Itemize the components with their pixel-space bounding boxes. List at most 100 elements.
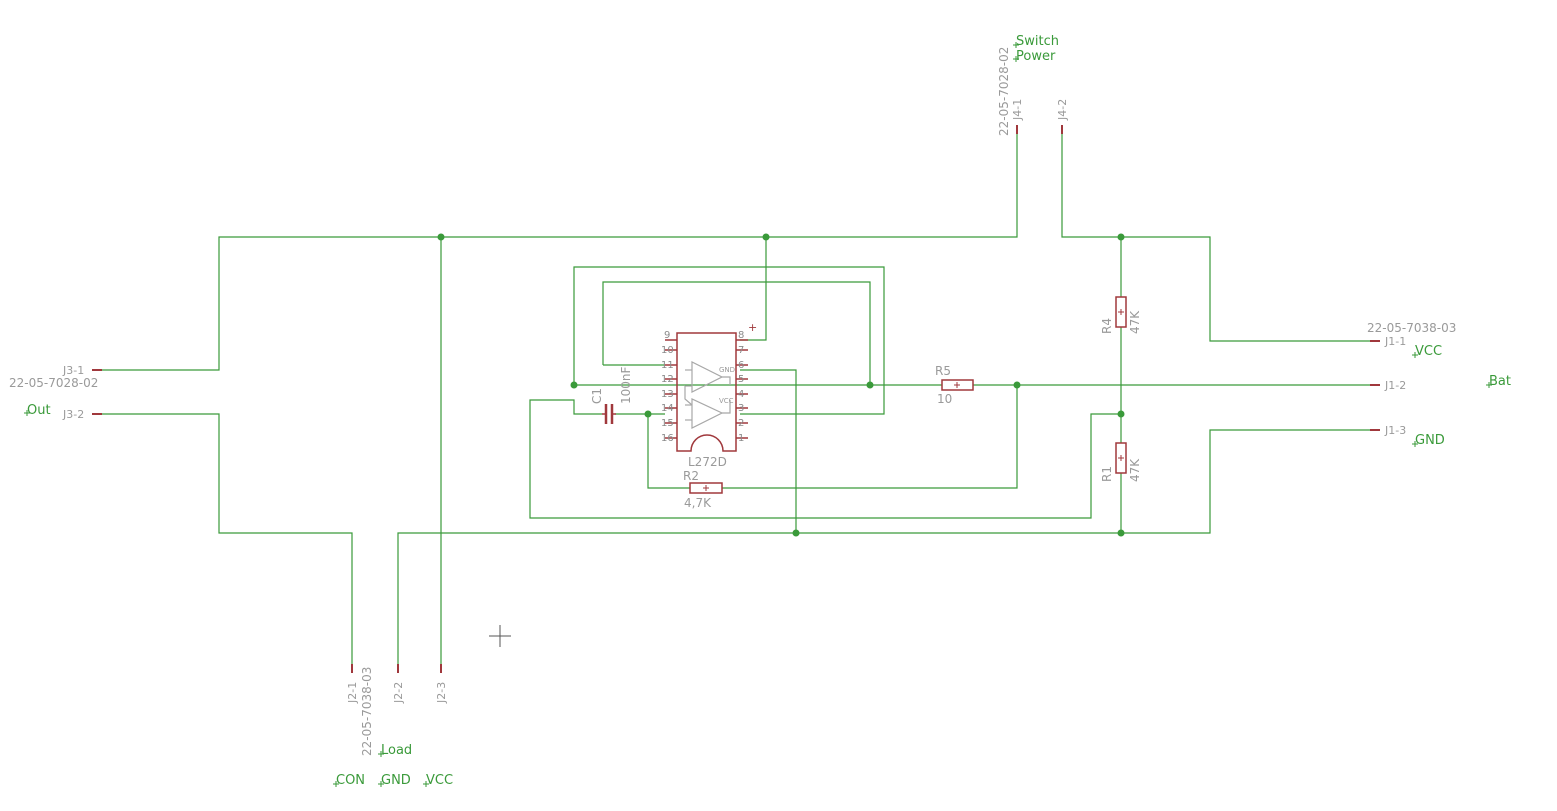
j2-label-gnd: GND xyxy=(381,773,411,788)
j2-label-load: Load xyxy=(381,743,412,758)
net-outer-loop xyxy=(573,266,885,415)
r4-name: R4 xyxy=(1100,318,1114,334)
j3-part-number: 22-05-7028-02 xyxy=(9,376,98,390)
j3-label-out: Out xyxy=(27,403,51,418)
junction xyxy=(1117,410,1125,418)
net-switch-power xyxy=(100,130,1018,371)
connector-pins xyxy=(92,125,1380,673)
r5-name: R5 xyxy=(935,364,951,378)
r4-value: 47K xyxy=(1128,310,1142,334)
j2-pin2-label: J2-2 xyxy=(392,682,405,704)
j2-label-vcc: VCC xyxy=(426,773,453,788)
junction xyxy=(1013,381,1021,389)
opamp-lead xyxy=(722,400,731,414)
r2-value: 4,7K xyxy=(684,496,712,510)
r1-body xyxy=(1115,442,1127,474)
r5-value: 10 xyxy=(937,392,952,406)
opamp-lead xyxy=(722,376,731,385)
connector-j1: 22-05-7038-03 J1-1 J1-2 J1-3 VCC Bat GND xyxy=(1367,321,1511,448)
j4-pin2-label: J4-2 xyxy=(1056,99,1069,121)
net-ic-pin8 xyxy=(740,237,767,341)
j4-pin1-label: J4-1 xyxy=(1011,99,1024,121)
connector-j3: J3-1 22-05-7028-02 J3-2 Out xyxy=(9,364,98,421)
opamp-lead xyxy=(684,386,693,406)
ic-plus-mark: + xyxy=(748,321,757,334)
j1-pin3-label: J1-3 xyxy=(1384,424,1406,437)
ic-vcc-text: VCC xyxy=(719,397,734,405)
connector-j2: J2-1 22-05-7038-03 J2-2 J2-3 Load CON GN… xyxy=(333,667,453,788)
junction xyxy=(762,233,770,241)
crosshair-cursor-icon xyxy=(489,625,511,647)
junction xyxy=(1117,233,1125,241)
j2-pin1-label: J2-1 xyxy=(346,682,359,704)
ic-pin-number: 12 xyxy=(661,374,674,385)
net-vcc-top xyxy=(1061,130,1372,342)
junction xyxy=(866,381,874,389)
ic-pin-number: 8 xyxy=(738,330,744,341)
j1-label-bat: Bat xyxy=(1489,374,1511,389)
capacitor-c1[interactable]: C1 100nF xyxy=(590,366,633,424)
junction xyxy=(1117,529,1125,537)
ic-pin-number: 15 xyxy=(661,418,674,429)
ic-pin-number: 13 xyxy=(661,389,674,400)
junctions xyxy=(437,233,1125,537)
junction xyxy=(570,381,578,389)
resistor-r5[interactable]: R5 10 xyxy=(935,364,974,406)
junction xyxy=(792,529,800,537)
c1-name: C1 xyxy=(590,388,604,404)
net-gnd xyxy=(397,429,1372,668)
ic-pin-number: 10 xyxy=(661,345,674,356)
j1-pin2-label: J1-2 xyxy=(1384,379,1406,392)
r2-name: R2 xyxy=(683,469,699,483)
ic-pin-number: 4 xyxy=(738,389,744,400)
ic-pin-number: 6 xyxy=(738,360,744,371)
ic-pin-number: 7 xyxy=(738,345,744,356)
r1-name: R1 xyxy=(1100,466,1114,482)
j4-label-power: Power xyxy=(1016,49,1056,64)
r2-body xyxy=(689,482,723,494)
ic-name: L272D xyxy=(688,455,727,469)
net-ic-pin6 xyxy=(740,369,797,533)
opamp-1 xyxy=(691,361,724,393)
ic-pin-number: 2 xyxy=(738,418,744,429)
j1-label-vcc: VCC xyxy=(1415,344,1442,359)
junction xyxy=(437,233,445,241)
r5-body xyxy=(941,379,974,391)
net-r2-left xyxy=(647,414,690,489)
r4-body xyxy=(1115,296,1127,328)
r1-value: 47K xyxy=(1128,458,1142,482)
connector-j4: 22-05-7028-02 J4-1 J4-2 Switch Power xyxy=(997,34,1069,136)
ic-gnd-text: GND xyxy=(719,366,735,374)
j3-pin2-label: J3-2 xyxy=(62,408,84,421)
resistor-r1[interactable]: R1 47K xyxy=(1100,442,1142,482)
opamp-2 xyxy=(691,398,724,429)
j4-part-number: 22-05-7028-02 xyxy=(997,47,1011,136)
ic-pin-number: 11 xyxy=(661,360,674,371)
net-inner-loop xyxy=(602,281,871,385)
resistor-r2[interactable]: R2 4,7K xyxy=(683,469,723,510)
j2-label-con: CON xyxy=(336,773,365,788)
ic-pin-number: 1 xyxy=(738,433,744,444)
junction xyxy=(644,410,652,418)
ic-pin-number: 3 xyxy=(738,403,744,414)
j1-part-number: 22-05-7038-03 xyxy=(1367,321,1456,335)
j1-pin1-label: J1-1 xyxy=(1384,335,1406,348)
j3-pin1-label: J3-1 xyxy=(62,364,84,377)
net-r2-feedback xyxy=(722,385,1018,489)
ic-pin-number: 16 xyxy=(661,433,674,444)
j2-part-number: 22-05-7038-03 xyxy=(360,667,374,756)
ic-pin-number: 14 xyxy=(661,403,674,414)
ic-body xyxy=(676,332,737,452)
ic-l272d[interactable]: GND VCC 9 10 11 12 13 14 15 16 8 7 6 5 4… xyxy=(661,321,757,469)
ic-pin-number: 5 xyxy=(738,374,744,385)
ic-pin-number: 9 xyxy=(664,330,670,341)
net-out-con xyxy=(100,413,353,668)
resistor-r4[interactable]: R4 47K xyxy=(1100,296,1142,334)
net-c1-left xyxy=(529,399,1121,519)
j4-label-switch: Switch xyxy=(1016,34,1059,49)
nets xyxy=(100,130,1372,668)
j1-label-gnd: GND xyxy=(1415,433,1445,448)
j2-pin3-label: J2-3 xyxy=(435,682,448,704)
c1-value: 100nF xyxy=(619,366,633,404)
